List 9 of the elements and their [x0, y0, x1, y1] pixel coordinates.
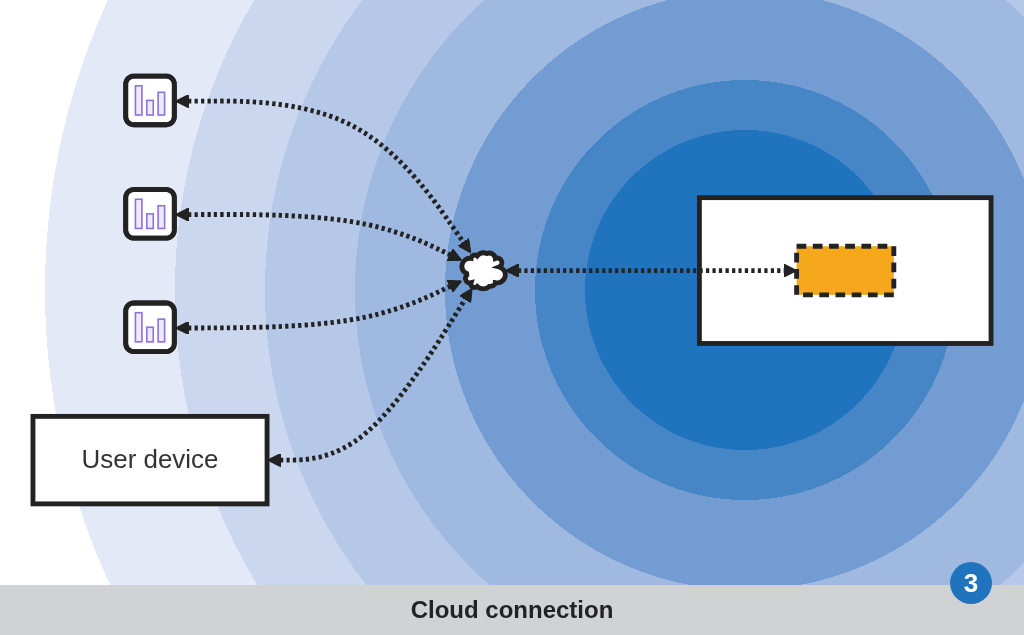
caption: Cloud connection: [410, 596, 614, 624]
arrow: [175, 207, 463, 262]
step-number: 3: [950, 562, 992, 604]
node-cloud: [459, 250, 508, 292]
arrow: [175, 280, 463, 336]
arrow: [175, 94, 472, 254]
node-box: User device: [30, 413, 270, 507]
cluster: [696, 195, 994, 346]
node-box: [794, 243, 897, 298]
